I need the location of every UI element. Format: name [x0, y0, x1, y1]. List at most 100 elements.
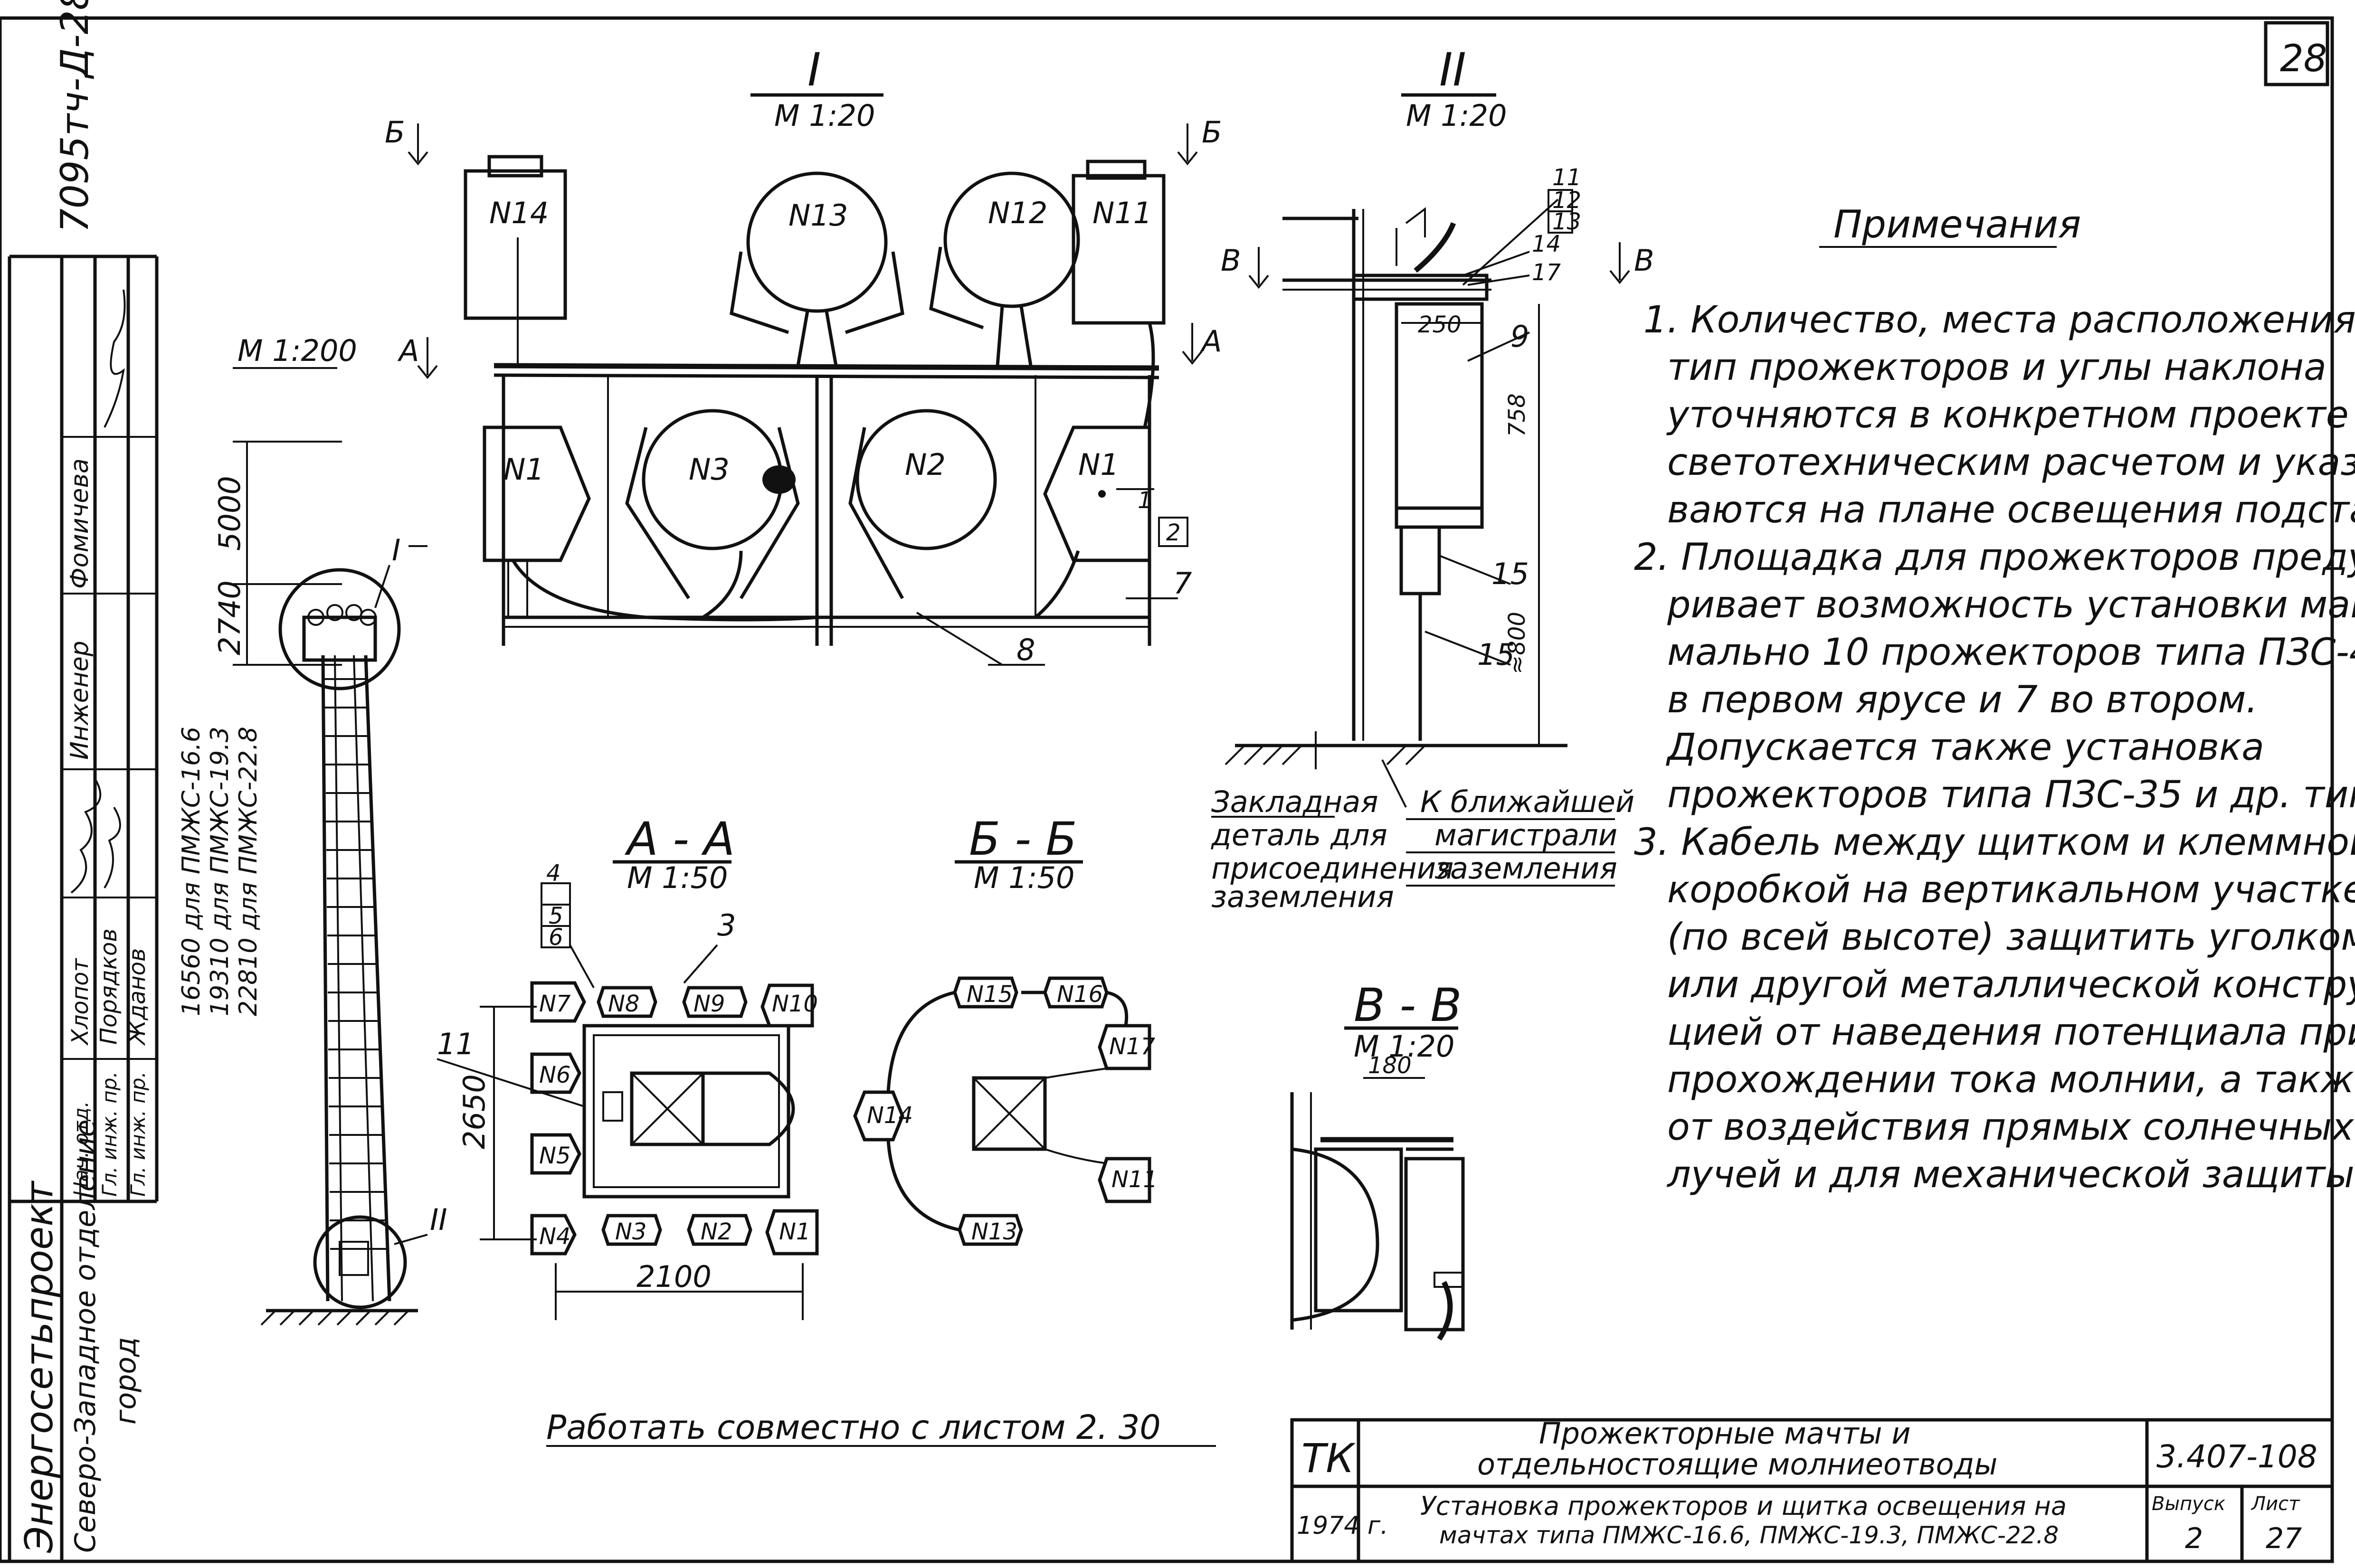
aa-lamp-n5: N5: [539, 1143, 570, 1169]
section-vv-scale: М 1:20: [1354, 1029, 1454, 1064]
note-line-19: лучей и для механической защиты.: [1666, 1153, 2355, 1196]
embedded-part-4: заземления: [1211, 879, 1394, 914]
note-line-14: (по всей высоте) защитить уголком: [1667, 916, 2355, 959]
tb-sheet: 27: [2266, 1522, 2302, 1555]
pos-15-b: 15: [1477, 637, 1515, 672]
note-line-7: ривает возможность установки макси-: [1667, 584, 2355, 626]
view-I: I М 1:20 Б Б А А N14 N13: [385, 43, 1222, 667]
left-stamp: 7095тч-Д-28 Энергосетьпроект Северо-Запа…: [8, 0, 159, 1561]
note-line-13: коробкой на вертикальном участке: [1667, 869, 2355, 911]
lamp-n14-upper: N14: [464, 155, 567, 366]
pos-2-box: 2: [1166, 520, 1181, 546]
lamp-label-n14: N14: [489, 196, 549, 230]
tb-title-top2: отдельностоящие молниеотводы: [1477, 1447, 1997, 1482]
lamp-label-n3: N3: [689, 452, 730, 487]
stamp-name-3: Жданов: [124, 948, 151, 1046]
note-line-12: 3. Кабель между щитком и клеммной: [1634, 821, 2355, 864]
cut-a-left: А: [397, 333, 419, 368]
tb-code: 3.407-108: [2156, 1438, 2317, 1475]
cut-v-right: В: [1634, 243, 1654, 278]
signature-2: [70, 778, 102, 894]
cut-v-left: В: [1221, 243, 1241, 278]
notes-block: Примечания 1. Количество, места располож…: [1634, 202, 2355, 1196]
note-line-17: прохождении тока молнии, а также: [1667, 1058, 2355, 1101]
aa-lamp-n7: N7: [539, 991, 571, 1017]
dim-758: 758: [1504, 393, 1530, 437]
pos-13: 13: [1552, 208, 1581, 235]
bottom-note: Работать совместно с листом 2. 30: [546, 1408, 1161, 1447]
section-aa: А - А М 1:50 4 5 6 3 N7 N8 N9 N10 N6 N5: [437, 812, 819, 1320]
tb-tk: ТК: [1301, 1435, 1356, 1482]
sheet-corner-number: 28: [2280, 38, 2327, 80]
section-bb-title: Б - Б: [969, 812, 1077, 866]
signature-3: [104, 806, 121, 889]
view2-title: II: [1439, 43, 1466, 96]
mast-callout-I: I: [392, 533, 400, 567]
stamp-engineer: Инженер: [66, 641, 94, 760]
pos-14: 14: [1532, 231, 1561, 257]
signature-1: [104, 289, 126, 428]
note-line-2: тип прожекторов и углы наклона: [1667, 346, 2327, 389]
aa-callout-11: 11: [437, 1027, 475, 1061]
section-bb-scale: М 1:50: [974, 860, 1074, 895]
stamp-name-2: Порядков: [95, 928, 122, 1045]
vv-dim-top: 180: [1368, 1052, 1412, 1079]
bb-lamp-n13: N13: [971, 1219, 1017, 1245]
embedded-part-3: присоединения: [1211, 851, 1453, 886]
mast-lattice: [324, 678, 389, 1250]
tb-title-top: Прожекторные мачты и: [1539, 1416, 1911, 1451]
note-line-1: 1. Количество, места расположения,: [1643, 299, 2355, 341]
lamp-n1-lower-right: N1: [1043, 425, 1151, 562]
note-line-8: мально 10 прожекторов типа ПЗС-45: [1667, 631, 2355, 674]
pos-9: 9: [1510, 319, 1529, 354]
mast-dim-top: 5000: [212, 476, 247, 551]
to-nearest-3: заземления: [1434, 851, 1617, 886]
mast-dim-mid: 2740: [212, 580, 247, 655]
view1-title: I: [807, 43, 821, 96]
note-line-10: Допускается также установка: [1666, 726, 2264, 769]
section-aa-title: А - А: [624, 812, 735, 866]
aa-lamp-n8: N8: [608, 991, 639, 1017]
lamp-n3-lower: N3: [625, 409, 800, 599]
sheet-frame: 28: [0, 16, 2334, 1563]
pos-4: 4: [546, 860, 561, 887]
aa-dim-height: 2650: [457, 1074, 492, 1149]
stamp-role-3: Гл. инж. пр.: [126, 1071, 150, 1197]
mast-height-1: 16560 для ПМЖС-16.6: [177, 727, 206, 1016]
pos-5: 5: [549, 903, 563, 929]
to-nearest-1: К ближайшей: [1420, 784, 1634, 819]
lamp-n12-upper: N12: [929, 171, 1080, 366]
bb-lamp-n16: N16: [1057, 981, 1103, 1008]
tb-issue-label: Выпуск: [2152, 1493, 2225, 1515]
cut-a-right: А: [1200, 324, 1222, 359]
mast-callout-II: II: [430, 1202, 447, 1237]
aa-lamp-n6: N6: [539, 1062, 570, 1088]
pos-3: 3: [717, 908, 736, 943]
section-vv: В - В М 1:20 180: [1290, 979, 1465, 1341]
tb-year: 1974 г.: [1297, 1511, 1388, 1540]
stamp-engineer-name: Фомичева: [66, 458, 94, 589]
mast-detail-circle-2: [313, 1215, 407, 1309]
pos-12: 12: [1552, 187, 1581, 214]
note-line-3: уточняются в конкретном проекте: [1666, 394, 2349, 436]
note-line-4: светотехническим расчетом и указы-: [1667, 441, 2355, 484]
pos-1: 1: [1138, 487, 1152, 514]
mast-height-2: 19310 для ПМЖС-19.3: [206, 727, 234, 1016]
view-II: II М 1:20 В В 250 758 ≈800 11: [1211, 43, 1654, 914]
aa-lamp-shapes: [530, 981, 819, 1256]
bb-lamp-n11: N11: [1111, 1166, 1158, 1193]
lamp-label-n1a: N1: [503, 452, 544, 487]
tb-title-bottom: Установка прожекторов и щитка освещения …: [1420, 1491, 2067, 1521]
stamp-role-1: Нач. отд.: [69, 1101, 93, 1197]
mast-scale: М 1:200: [237, 333, 357, 368]
pos-8: 8: [1016, 633, 1035, 667]
pos-7: 7: [1173, 566, 1192, 601]
section-aa-scale: М 1:50: [627, 860, 728, 895]
aa-dim-width: 2100: [636, 1259, 712, 1294]
aa-lamp-n3: N3: [615, 1219, 646, 1245]
tb-sheet-label: Лист: [2251, 1493, 2300, 1515]
section-vv-title: В - В: [1354, 979, 1462, 1032]
stamp-role-2: Гл. инж. пр.: [98, 1071, 121, 1197]
cut-b-right: Б: [1202, 115, 1222, 150]
